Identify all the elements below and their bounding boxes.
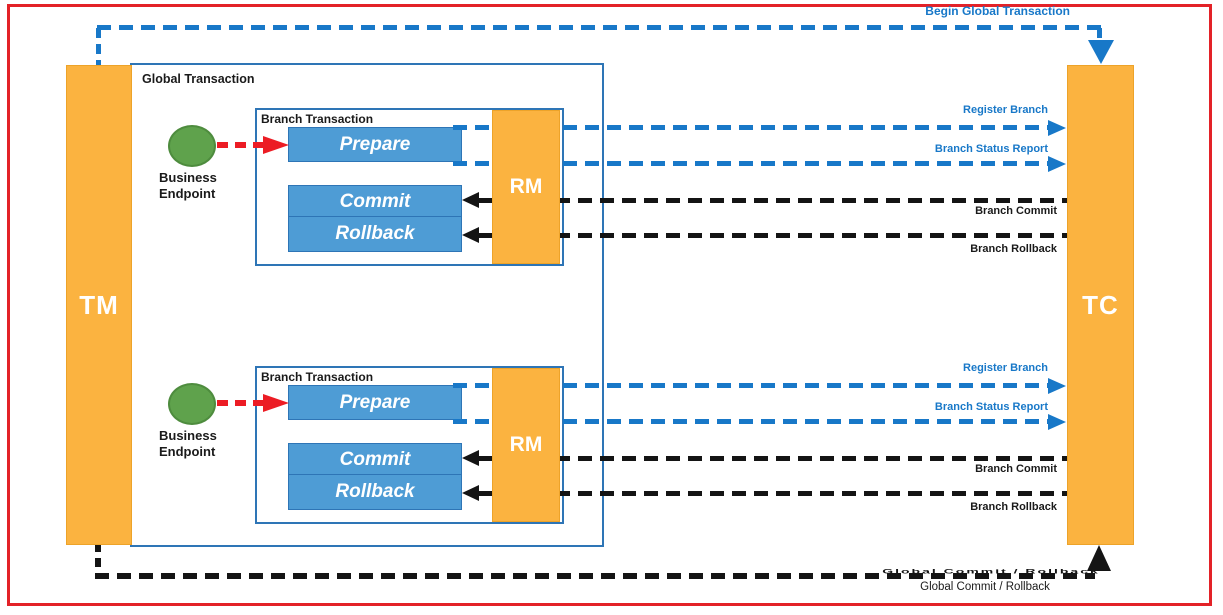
global-commit-rollback-line-tm-segment xyxy=(95,543,101,576)
branch-rollback-line xyxy=(490,491,1067,496)
branch-commit-label: Branch Commit xyxy=(975,205,1057,217)
arrowhead-left-black-icon xyxy=(462,450,479,466)
branch-transaction-label: Branch Transaction xyxy=(261,370,374,384)
branch-rollback-line-tail xyxy=(476,233,498,238)
global-transaction-label: Global Transaction xyxy=(142,72,255,86)
branch-commit-label: Branch Commit xyxy=(975,463,1057,475)
outer-red-frame xyxy=(7,4,1212,606)
business-endpoint-circle xyxy=(168,383,216,425)
arrowhead-down-icon xyxy=(1088,40,1114,64)
arrowhead-up-icon xyxy=(1087,545,1111,571)
global-commit-rollback-line xyxy=(95,573,1095,579)
begin-global-transaction-label: Begin Global Transaction xyxy=(925,4,1070,18)
branch-section-2: Branch Transaction Business Endpoint Pre… xyxy=(0,258,1223,615)
branch-rollback-line xyxy=(490,233,1067,238)
branch-status-report-line xyxy=(453,419,1048,424)
branch-commit-line-tail xyxy=(476,198,498,203)
arrowhead-right-red-icon xyxy=(263,136,289,154)
arrowhead-right-blue-icon xyxy=(1048,414,1066,430)
register-branch-line xyxy=(453,383,1048,388)
invoke-arrow-line xyxy=(217,142,265,148)
branch-commit-line-tail xyxy=(476,456,498,461)
tm-label: TM xyxy=(79,289,119,320)
tm-bar: TM xyxy=(66,65,132,545)
commit-box: Commit xyxy=(288,185,462,219)
branch-transaction-label: Branch Transaction xyxy=(261,112,374,126)
rollback-box: Rollback xyxy=(288,216,462,252)
invoke-arrow-line xyxy=(217,400,265,406)
register-branch-label: Register Branch xyxy=(963,104,1048,116)
begin-global-transaction-line-tm-segment xyxy=(96,28,101,65)
arrowhead-right-blue-icon xyxy=(1048,378,1066,394)
branch-rollback-line-tail xyxy=(476,491,498,496)
branch-rollback-label: Branch Rollback xyxy=(970,243,1057,255)
begin-global-transaction-line-tc-segment xyxy=(1097,28,1102,42)
arrowhead-left-black-icon xyxy=(462,485,479,501)
branch-status-report-label: Branch Status Report xyxy=(934,143,1048,155)
business-endpoint-label: Business Endpoint xyxy=(159,170,217,201)
arrowhead-left-black-icon xyxy=(462,192,479,208)
rollback-box: Rollback xyxy=(288,474,462,510)
begin-global-transaction-line xyxy=(97,25,1103,30)
prepare-box: Prepare xyxy=(288,385,462,420)
arrowhead-right-blue-icon xyxy=(1048,120,1066,136)
arrowhead-left-black-icon xyxy=(462,227,479,243)
arrowhead-right-blue-icon xyxy=(1048,156,1066,172)
business-endpoint-circle xyxy=(168,125,216,167)
branch-commit-line xyxy=(490,456,1067,461)
branch-commit-line xyxy=(490,198,1067,203)
register-branch-line xyxy=(453,125,1048,130)
tc-label: TC xyxy=(1082,289,1119,320)
commit-box: Commit xyxy=(288,443,462,477)
business-endpoint-label: Business Endpoint xyxy=(159,428,217,459)
tc-bar: TC xyxy=(1067,65,1134,545)
rm-box: RM xyxy=(492,368,560,522)
branch-status-report-label: Branch Status Report xyxy=(934,401,1048,413)
register-branch-label: Register Branch xyxy=(963,362,1048,374)
branch-status-report-line xyxy=(453,161,1048,166)
branch-rollback-label: Branch Rollback xyxy=(970,501,1057,513)
garbled-text-artifact: Global Commit / Rollback xyxy=(882,567,1100,575)
prepare-box: Prepare xyxy=(288,127,462,162)
global-commit-rollback-label: Global Commit / Rollback xyxy=(920,581,1050,593)
arrowhead-right-red-icon xyxy=(263,394,289,412)
rm-box: RM xyxy=(492,110,560,264)
